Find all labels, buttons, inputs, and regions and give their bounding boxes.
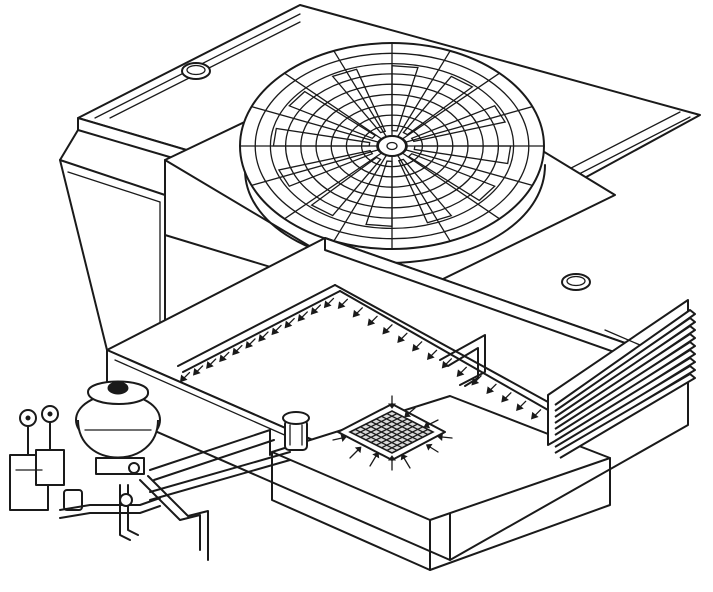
air-inlet-louvers xyxy=(547,299,696,459)
fan-blade xyxy=(277,149,374,187)
inspection-port-left xyxy=(181,62,211,80)
suction-arrow xyxy=(423,421,431,429)
spray-arrow-right xyxy=(382,326,391,335)
suction-arrow-stem xyxy=(332,437,343,441)
spray-arrow-left xyxy=(245,340,254,349)
suction-arrow-stem xyxy=(407,407,416,415)
spray-arrow-left xyxy=(310,307,319,315)
suction-arrow-stem xyxy=(441,436,453,439)
spray-arrow-right xyxy=(456,369,465,378)
suction-arrow xyxy=(437,433,443,442)
fan-blade xyxy=(407,152,496,202)
fan-hub-cap xyxy=(386,141,398,151)
suction-arrow xyxy=(388,403,396,409)
spray-arrow-left xyxy=(206,361,214,369)
fan-guard xyxy=(239,42,545,250)
spray-arrow-left xyxy=(232,347,240,356)
fan-guard-spoke xyxy=(333,145,393,242)
spray-arrow-right xyxy=(397,335,405,344)
fan-blade xyxy=(397,158,453,224)
spray-arrow-left xyxy=(284,320,293,329)
suction-arrow xyxy=(354,446,362,454)
suction-arrow-stem xyxy=(429,446,439,453)
spray-arrow-left xyxy=(323,300,332,309)
suction-arrow xyxy=(372,451,380,459)
fan-guard-spoke xyxy=(391,72,501,147)
make-up-riser xyxy=(282,411,310,451)
strainer-mesh-line xyxy=(375,418,419,441)
louver-edge xyxy=(604,329,641,346)
fan-blade xyxy=(272,127,371,147)
fan-guard-spoke xyxy=(391,50,451,147)
spray-arrow-left xyxy=(179,374,188,383)
fan-blade xyxy=(310,156,382,217)
spray-arrow-right xyxy=(516,403,524,412)
fan-guard-spoke xyxy=(250,145,393,187)
spray-arrow-right xyxy=(441,360,450,369)
strainer-mesh-line xyxy=(370,420,414,444)
spray-arrow-right xyxy=(426,352,435,361)
spray-arrow-left xyxy=(219,354,227,363)
fan-blade xyxy=(365,160,393,227)
spray-arrow-right xyxy=(501,394,509,403)
spray-arrow-right xyxy=(486,386,495,395)
fan-blade xyxy=(391,65,419,132)
fan-guard-spoke xyxy=(283,145,393,220)
spray-arrow-right xyxy=(352,309,361,318)
strainer-mesh-line xyxy=(380,426,424,449)
louver-blade xyxy=(554,373,696,459)
strainer-mesh-line xyxy=(386,412,429,436)
strainer-mesh-line xyxy=(375,423,419,446)
fan-blade xyxy=(331,68,387,134)
suction-arrow xyxy=(340,434,347,442)
spray-arrow-left xyxy=(297,313,306,322)
fan-guard-spoke xyxy=(391,145,501,220)
suction-arrow-stem xyxy=(427,419,439,426)
spray-arrow-right xyxy=(337,301,346,310)
strainer-mesh-line xyxy=(380,415,424,438)
suction-strainer xyxy=(337,403,446,461)
spray-arrow-left xyxy=(192,367,201,376)
suction-arrow xyxy=(404,410,412,418)
fan-blade xyxy=(413,145,512,165)
spray-arrow-right xyxy=(367,318,376,327)
left-side-panel xyxy=(59,129,166,361)
spray-arrow-right xyxy=(530,411,539,420)
compressor xyxy=(75,380,161,475)
fan-blade xyxy=(402,75,474,136)
suction-arrows xyxy=(332,395,453,471)
spray-arrow-right xyxy=(412,343,420,352)
strainer-mesh-line xyxy=(386,428,429,452)
fan-guard-spoke xyxy=(283,72,393,147)
fan-blade xyxy=(410,105,507,143)
fan-hub xyxy=(377,135,407,157)
suction-arrow xyxy=(388,455,396,461)
suction-arrow-stem xyxy=(369,455,377,467)
piping xyxy=(59,334,486,561)
suction-arrow-stem xyxy=(349,449,359,459)
fan-guard-spoke xyxy=(391,145,451,242)
control-panel xyxy=(9,405,83,511)
fan-guard-spoke xyxy=(391,105,534,147)
inspection-port-right xyxy=(561,273,591,291)
suction-arrow-stem xyxy=(403,457,411,469)
fan-guard-spoke xyxy=(391,145,534,187)
spray-arrow-left xyxy=(271,327,280,336)
spray-arrow-left xyxy=(258,334,267,342)
suction-arrow xyxy=(400,453,408,461)
fan-blade xyxy=(288,90,377,140)
spray-headers xyxy=(177,284,549,420)
suction-arrow xyxy=(425,443,433,451)
fan-guard-spoke xyxy=(333,50,393,147)
fan-guard-spoke xyxy=(250,105,393,147)
